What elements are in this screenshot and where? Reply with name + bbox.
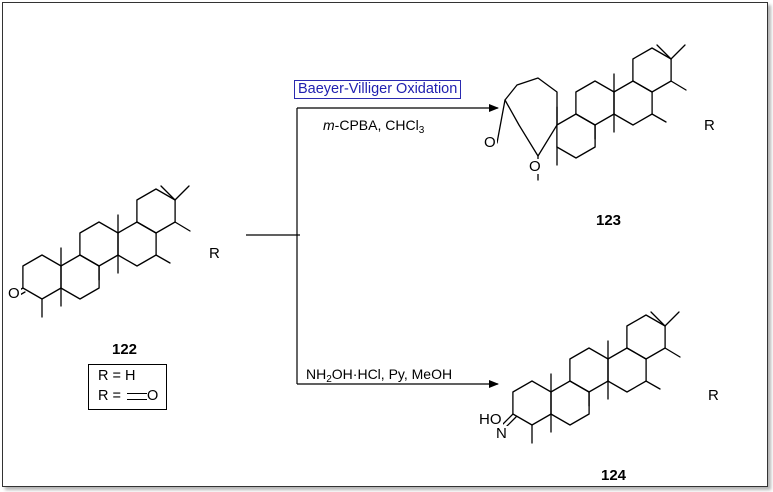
ring-C (79, 221, 119, 267)
ring-B (556, 113, 596, 159)
ring-C (569, 347, 609, 393)
reaction-name-box: Baeyer-Villiger Oxidation (294, 80, 462, 99)
c122-r-group: R (208, 245, 221, 262)
r-bond (645, 380, 661, 390)
gem-methyl-1 (650, 311, 666, 327)
ring-D (117, 221, 157, 267)
ring-E (136, 188, 176, 234)
substituent-h: R = H (98, 368, 136, 384)
ring-A (22, 254, 62, 300)
lactone-ring (504, 77, 558, 157)
methyl-5 (664, 347, 681, 358)
r-bond (155, 254, 171, 264)
gem-methyl-2 (174, 185, 190, 201)
r-bond (651, 113, 667, 123)
ring-D (613, 80, 653, 126)
top-reagent-text: -CPBA, CHCl (334, 117, 419, 133)
c124-oxime-nitrogen: N (495, 425, 508, 442)
ring-E (632, 47, 672, 93)
bottom-reagent-subscript: 2 (326, 374, 332, 385)
gem-methyl-2 (670, 44, 686, 60)
substituent-oxo-prefix: R = (98, 388, 121, 404)
substituent-oxo-atom: O (147, 388, 159, 404)
compound-124-number: 124 (601, 467, 627, 484)
oxime-bond (502, 413, 514, 425)
substituent-box: R = H R = O (88, 364, 167, 410)
top-reagent-subscript: 3 (418, 125, 425, 136)
c122-carbonyl-oxygen: O (7, 285, 21, 302)
bottom-reagents: NH2OH·HCl, Py, MeOH (306, 366, 453, 385)
compound-124-structure (502, 311, 681, 444)
ring-B (550, 380, 590, 426)
compound-123-structure (496, 44, 687, 181)
gem-methyl-1 (656, 44, 672, 60)
bottom-reagent-text: OH·HCl, Py, MeOH (331, 366, 453, 382)
c123-carbonyl-oxygen: O (483, 134, 497, 151)
compound-123-number: 123 (596, 212, 622, 229)
substituent-oxo: R = O (98, 388, 158, 404)
top-reagent-italic: m (323, 117, 335, 133)
gem-methyl-2 (664, 311, 680, 327)
gem-methyl-1 (160, 185, 176, 201)
lactone-carbonyl (496, 99, 506, 144)
reaction-arrows (246, 104, 499, 388)
c123-r-group: R (703, 117, 716, 134)
ring-A (512, 380, 552, 426)
bottom-reagent-nh: NH (306, 366, 327, 382)
methyl-5 (670, 80, 687, 91)
ring-C (575, 80, 615, 126)
c124-r-group: R (707, 387, 720, 404)
c123-ring-oxygen: O (528, 158, 542, 175)
ring-D (607, 347, 647, 393)
oxime-bond-2 (505, 416, 517, 428)
methyl-5 (174, 221, 191, 232)
compound-122-structure (8, 185, 191, 318)
ring-B (60, 254, 100, 300)
c124-hydroxyl: HO (478, 411, 503, 428)
top-reagents: m-CPBA, CHCl3 (323, 117, 424, 136)
compound-122-number: 122 (112, 341, 138, 358)
double-bond-icon (127, 392, 147, 400)
ring-E (626, 314, 666, 360)
